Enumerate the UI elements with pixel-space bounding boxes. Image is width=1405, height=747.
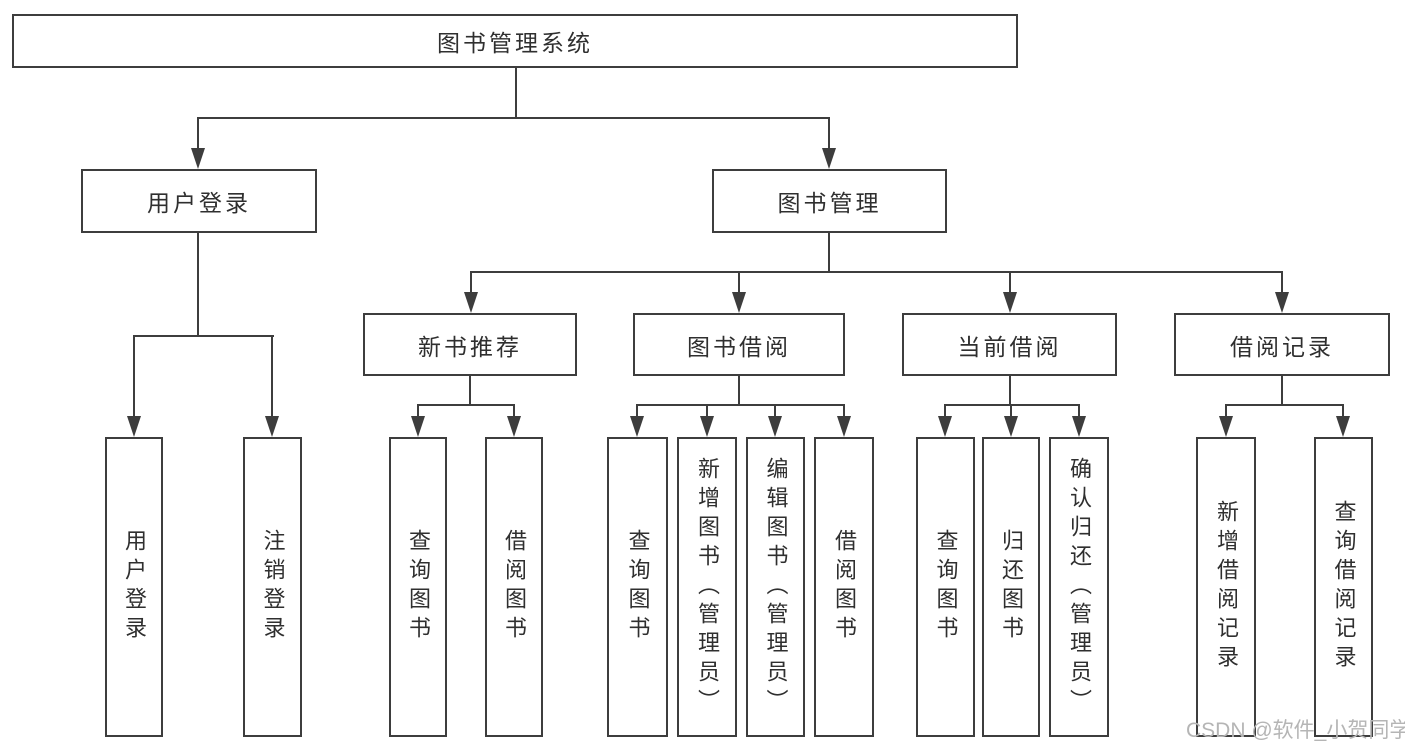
connector-line xyxy=(271,335,273,417)
node-label: 借阅记录 xyxy=(1230,333,1334,360)
connector-line xyxy=(738,271,740,293)
node-label: 用户登录 xyxy=(147,190,251,216)
leaf-query-borrow-record: 查询借阅记录 xyxy=(1314,437,1373,737)
node-label: 图书管理 xyxy=(777,190,882,216)
connector-line xyxy=(1009,271,1011,293)
connector-line xyxy=(774,404,776,417)
connector-line xyxy=(197,233,199,337)
arrow-down-icon xyxy=(732,292,746,313)
leaf-borrow-books: 借阅图书 xyxy=(485,437,543,737)
node-label: 查询图书 xyxy=(625,529,651,645)
node-label: 查询借阅记录 xyxy=(1331,500,1357,674)
arrow-down-icon xyxy=(265,416,279,437)
leaf-query-books: 查询图书 xyxy=(389,437,447,737)
node-current-borrowing: 当前借阅 xyxy=(902,313,1117,376)
connector-line xyxy=(470,271,472,293)
node-label: 新书推荐 xyxy=(418,333,522,360)
leaf-logout: 注销登录 xyxy=(243,437,302,737)
leaf-query-books: 查询图书 xyxy=(607,437,668,737)
node-label: 编辑图书（管理员） xyxy=(763,456,789,718)
node-label: 确认归还（管理员） xyxy=(1067,456,1092,718)
node-label: 借阅图书 xyxy=(832,529,857,645)
connector-line xyxy=(470,271,1283,273)
node-label: 新增借阅记录 xyxy=(1214,500,1239,674)
watermark-text: CSDN @软件_小贺同学 xyxy=(1186,719,1405,742)
node-label: 图书管理系统 xyxy=(437,30,593,56)
connector-line xyxy=(1281,376,1283,406)
connector-line xyxy=(1281,271,1283,293)
arrow-down-icon xyxy=(1275,292,1289,313)
connector-line xyxy=(706,404,708,417)
node-new-book-recommendation: 新书推荐 xyxy=(363,313,577,376)
arrow-down-icon xyxy=(1072,416,1086,437)
connector-line xyxy=(133,335,274,337)
connector-line xyxy=(636,404,845,406)
arrow-down-icon xyxy=(411,416,425,437)
leaf-return-books: 归还图书 xyxy=(982,437,1040,737)
arrow-down-icon xyxy=(1004,416,1018,437)
arrow-down-icon xyxy=(768,416,782,437)
leaf-confirm-return-admin: 确认归还（管理员） xyxy=(1049,437,1109,737)
node-label: 当前借阅 xyxy=(957,333,1062,360)
connector-line xyxy=(944,404,1080,406)
connector-line xyxy=(944,404,946,417)
node-user-login: 用户登录 xyxy=(81,169,317,233)
connector-line xyxy=(1342,404,1344,417)
connector-line xyxy=(1225,404,1227,417)
leaf-query-books: 查询图书 xyxy=(916,437,975,737)
connector-line xyxy=(828,233,830,273)
arrow-down-icon xyxy=(837,416,851,437)
node-label: 归还图书 xyxy=(999,529,1024,645)
leaf-borrow-books: 借阅图书 xyxy=(814,437,874,737)
arrow-down-icon xyxy=(822,148,836,169)
arrow-down-icon xyxy=(507,416,521,437)
node-label: 新增图书（管理员） xyxy=(695,456,720,718)
connector-line xyxy=(513,404,515,417)
leaf-user-login: 用户登录 xyxy=(105,437,163,737)
node-label: 注销登录 xyxy=(260,529,286,645)
arrow-down-icon xyxy=(700,416,714,437)
node-borrowing-records: 借阅记录 xyxy=(1174,313,1390,376)
arrow-down-icon xyxy=(127,416,141,437)
connector-line xyxy=(417,404,515,406)
connector-line xyxy=(843,404,845,417)
connector-line xyxy=(469,376,471,406)
leaf-edit-books-admin: 编辑图书（管理员） xyxy=(746,437,805,737)
arrow-down-icon xyxy=(464,292,478,313)
arrow-down-icon xyxy=(1219,416,1233,437)
connector-line xyxy=(1009,376,1011,406)
connector-line xyxy=(197,117,199,150)
connector-line xyxy=(1010,404,1012,417)
connector-line xyxy=(1225,404,1344,406)
arrow-down-icon xyxy=(1003,292,1017,313)
node-label: 查询图书 xyxy=(406,529,431,645)
connector-line xyxy=(828,117,830,150)
connector-line xyxy=(417,404,419,417)
node-book-management: 图书管理 xyxy=(712,169,947,233)
arrow-down-icon xyxy=(630,416,644,437)
connector-line xyxy=(1078,404,1080,417)
connector-line xyxy=(636,404,638,417)
node-label: 借阅图书 xyxy=(502,529,527,645)
arrow-down-icon xyxy=(938,416,952,437)
leaf-add-books-admin: 新增图书（管理员） xyxy=(677,437,737,737)
connector-line xyxy=(738,376,740,406)
node-label: 查询图书 xyxy=(933,529,959,645)
connector-line xyxy=(197,117,830,119)
connector-line xyxy=(133,335,135,417)
node-label: 图书借阅 xyxy=(687,333,791,360)
leaf-add-borrow-record: 新增借阅记录 xyxy=(1196,437,1256,737)
node-library-management-system: 图书管理系统 xyxy=(12,14,1018,68)
node-book-borrowing: 图书借阅 xyxy=(633,313,845,376)
arrow-down-icon xyxy=(191,148,205,169)
arrow-down-icon xyxy=(1336,416,1350,437)
connector-line xyxy=(515,68,517,118)
node-label: 用户登录 xyxy=(122,529,147,645)
